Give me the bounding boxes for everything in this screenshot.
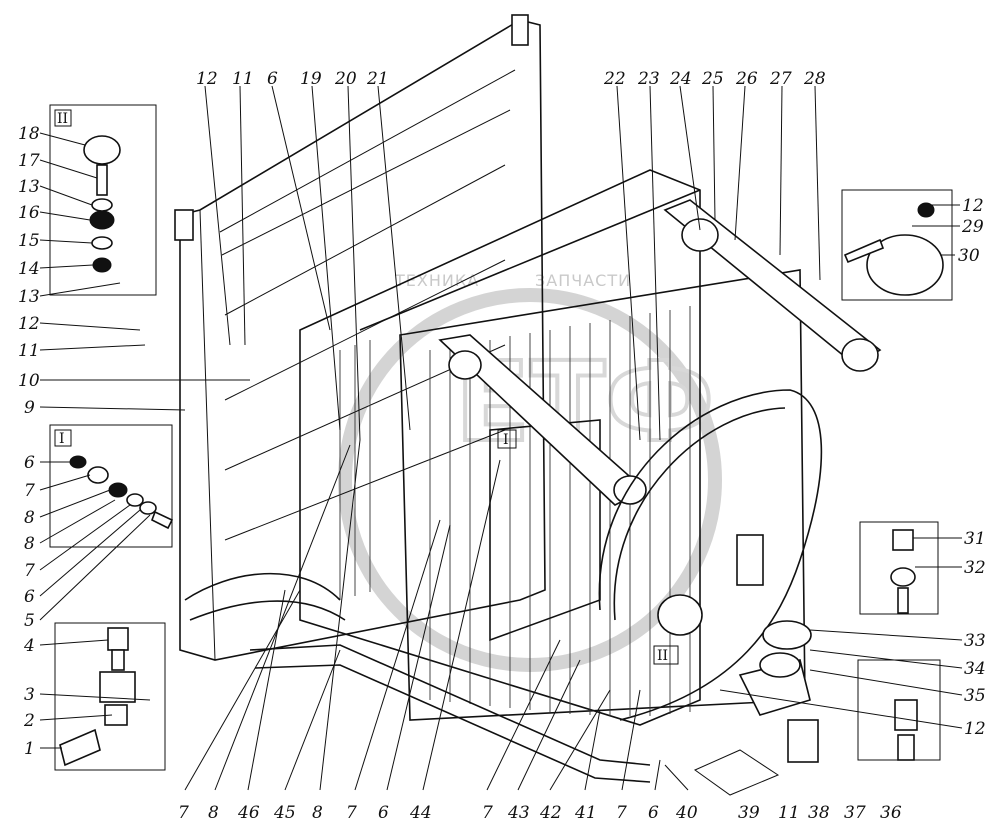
callout-left-7b: 7 [24,561,35,581]
inset-I-left-label: I [59,431,65,447]
callout-bottom-8b: 8 [312,803,323,823]
callout-bottom-39: 39 [738,803,760,823]
callout-bottom-7d: 7 [616,803,627,823]
callout-bottom-7b: 7 [346,803,357,823]
callouts-top: 12 11 6 19 20 21 22 23 24 25 26 27 28 [196,69,826,441]
callout-bottom-38: 38 [808,803,830,823]
inset-bolt [693,719,819,796]
shroud-frame [174,14,546,661]
callout-left-14: 14 [18,259,40,279]
lower-hose [438,334,703,636]
callout-top-24: 24 [669,69,692,89]
callout-right-33: 33 [964,631,986,651]
callout-bottom-45: 45 [273,803,296,823]
callout-right-34: 34 [964,659,986,679]
callout-top-21: 21 [366,69,389,89]
callout-top-27: 27 [769,69,792,89]
center-markers: I II [497,429,679,665]
callout-left-2: 2 [23,711,35,731]
inset-cap [841,189,953,301]
callouts-right: 12 29 30 31 32 33 34 35 12 [719,196,986,739]
callouts-bottom: 7 8 46 45 8 7 6 44 7 43 42 41 7 6 40 39 … [178,439,902,823]
callouts-left: 18 17 13 16 15 14 13 12 11 10 9 6 7 8 8 … [18,124,250,759]
callout-bottom-42: 42 [539,803,562,823]
inset-II-top: II [49,104,157,296]
inset-drain [736,521,939,615]
callout-left-7a: 7 [24,481,35,501]
callout-right-31: 31 [964,529,986,549]
callout-bottom-40: 40 [675,803,698,823]
callout-left-5: 5 [24,611,35,631]
callout-left-9: 9 [24,398,35,418]
callout-right-35: 35 [964,686,986,706]
callout-bottom-41: 41 [574,803,597,823]
callout-top-22: 22 [603,69,626,89]
callout-top-26: 26 [735,69,758,89]
inset-II-top-label: II [57,111,68,127]
callout-right-30: 30 [958,246,980,266]
callout-bottom-7a: 7 [178,803,189,823]
callout-bottom-46: 46 [237,803,260,823]
inset-I-center-label: I [503,432,509,448]
callout-right-29: 29 [961,217,984,237]
callout-bottom-8a: 8 [208,803,219,823]
callout-left-6b: 6 [24,587,35,607]
callout-bottom-36: 36 [880,803,902,823]
callout-bottom-6a: 6 [378,803,389,823]
oil-lines [184,572,651,783]
callout-left-18: 18 [18,124,40,144]
callout-left-15: 15 [18,231,40,251]
callout-bottom-37: 37 [844,803,866,823]
callout-right-12b: 12 [964,719,986,739]
callout-top-25: 25 [701,69,724,89]
callout-left-4: 4 [23,636,35,656]
upper-hose [663,199,882,372]
callout-right-12a: 12 [962,196,984,216]
fan-ring [598,389,823,721]
inset-fitting [54,622,166,771]
callout-bottom-44: 44 [409,803,432,823]
callout-left-13a: 13 [18,177,40,197]
callout-left-12: 12 [18,314,40,334]
callout-bottom-11: 11 [778,803,800,823]
callout-bottom-43: 43 [507,803,530,823]
callout-left-11: 11 [18,341,40,361]
callout-left-13b: 13 [18,287,40,307]
callout-top-19: 19 [300,69,322,89]
callout-left-8b: 8 [24,534,35,554]
callout-top-20: 20 [334,69,357,89]
callout-bottom-6b: 6 [648,803,659,823]
callout-left-16: 16 [18,203,40,223]
callout-left-10: 10 [18,371,40,391]
inset-I-left: I [49,424,174,548]
callout-top-12: 12 [196,69,218,89]
callout-left-3: 3 [24,685,35,705]
callout-left-8a: 8 [24,508,35,528]
watermark-text-right: ЗАПЧАСТИ [535,271,631,290]
callout-left-17: 17 [18,151,40,171]
callout-top-6: 6 [267,69,278,89]
inset-II-center-label: II [657,648,668,664]
callout-left-1: 1 [24,739,35,759]
callout-bottom-7c: 7 [482,803,493,823]
callout-right-32: 32 [964,558,986,578]
callout-top-28: 28 [803,69,826,89]
inset-valve [738,620,941,761]
watermark-text-left: ТЕХНИКА [394,271,479,290]
callout-top-23: 23 [637,69,660,89]
callout-left-6a: 6 [24,453,35,473]
callout-top-11: 11 [232,69,254,89]
